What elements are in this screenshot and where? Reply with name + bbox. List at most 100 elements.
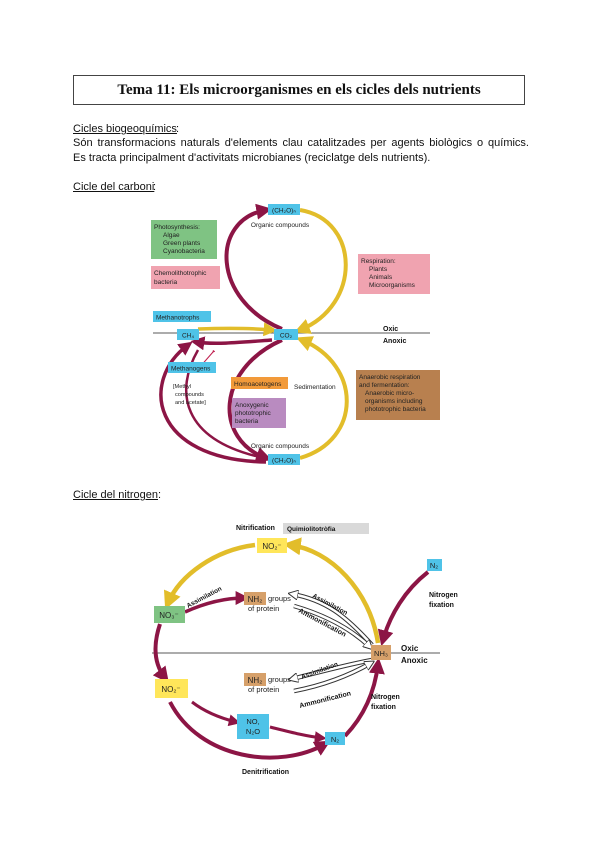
carbon-co2-box [274,329,298,340]
section-nitrogen-heading: Cicle del nitrogen [73,489,158,501]
carbon-organic-top: Organic compounds [251,222,310,229]
nitrogen-n2-top-box [427,559,442,571]
nitrogen-n2-bottom-box [325,732,345,745]
nitrogen-white-arrow-ammonification-top [293,604,370,647]
anaer-line-2: Anaerobic micro- [365,390,414,397]
section-biogeochemical-heading: Cicles biogeoquímics [73,123,177,135]
nitrogen-denitrification: Denitrification [242,769,289,776]
nitrogen-no2-top: NO₂⁻ [262,542,281,551]
nitrogen-fixation-top-1: fixation [429,602,454,609]
anaer-line-4: phototrophic bacteria [365,406,426,413]
photo-line-3: Cyanobacteria [163,248,205,255]
nitrogen-assimilation-3: Assimilation [300,661,339,681]
nitrogen-groups-top-1: of protein [248,604,279,613]
heading-text: Cicle del nitrogen [73,489,158,501]
paragraph-line-1: Són transformacions naturals d'elements … [73,137,529,149]
carbon-oxic: Oxic [383,326,398,333]
nitrogen-n2-bottom: N₂ [331,735,339,744]
carbon-ch2o-bottom: (CH₂O)ₙ [272,458,296,465]
nitrogen-arrow-fixation-bottom [343,657,385,738]
nitrogen-arrow-denitrification [168,701,331,760]
carbon-arrow-anoxygenic [227,338,283,463]
carbon-methanotrophs: Methanotrophs [156,315,200,322]
nitrogen-nitrification: Nitrification [236,525,275,532]
carbon-methanotrophs-box [153,311,211,322]
nitrogen-nh2-bottom-box [244,673,266,686]
nitrogen-nh2-top: NH₂ [248,595,263,604]
nitrogen-ammonification-2: Ammonification [299,690,352,710]
nitrogen-anoxic: Anoxic [401,656,428,665]
nitrogen-arrow-nitrification-1 [282,537,381,644]
photo-line-1: Algae [163,232,180,239]
resp-line-0: Respiration: [361,258,396,265]
nitrogen-arrow-assimilation-1 [184,591,250,614]
carbon-methanogens-box [168,362,216,373]
nitrogen-white-arrow-ammonification-bottom [293,663,371,693]
nitrogen-groups-bottom-0: groups [268,675,291,684]
carbon-chemo-box [151,266,220,289]
carbon-anoxic: Anoxic [383,338,406,345]
carbon-arrow-outer-loop [159,341,267,464]
nitrogen-arrow-nitrification-2 [163,542,256,610]
heading-text: Cicle del carboni [73,181,155,193]
nitrogen-fixation-bottom-1: fixation [371,704,396,711]
nitrogen-nh2-top-box [244,592,266,605]
nitrogen-no2-bottom: NO₂⁻ [161,685,180,694]
carbon-anaerobic-box [356,370,440,420]
carbon-ch2o-top: (CH₂O)ₙ [272,208,296,215]
nitrogen-quimio: Quimiolitotròfia [287,526,336,533]
carbon-homoacetogens: Homoacetogens [234,381,282,388]
nitrogen-arrow-no3-to-no2 [152,623,169,684]
page-title-box: Tema 11: Els microorganismes en els cicl… [73,75,525,105]
nitrogen-nh3: NH₃ [374,649,388,658]
nitrogen-white-arrow-assimilation-top [292,594,373,646]
carbon-ch2o-top-box [268,204,300,215]
nitrogen-arrow-fixation-top [377,570,430,647]
resp-line-2: Animals [369,274,393,281]
nitrogen-no2-top-box [257,538,287,553]
nitrogen-arrow-no-to-n2 [269,725,327,744]
nitrogen-n2o: N₂O [246,727,260,736]
resp-line-3: Microorganisms [369,282,416,289]
carbon-arrow-photosynthesis [224,203,283,331]
chemo-line-1: bacteria [154,279,178,286]
anoxy-line-1: phototrophic [235,410,272,417]
nitrogen-fixation-bottom-0: Nitrogen [371,694,400,701]
nitrogen-arrow-no2-to-no [191,700,241,727]
nitrogen-quimio-box [283,523,369,534]
anoxy-line-0: Anoxygenic [235,402,269,409]
photo-line-0: Photosynthesis: [154,224,200,231]
anaer-line-1: and fermentation: [359,382,410,389]
carbon-homoacetogens-box [231,377,288,389]
carbon-organic-bottom: Organic compounds [251,443,310,450]
carbon-arrow-methanotrophs [197,322,278,337]
carbon-cycle-diagram: (CH₂O)ₙ Organic compounds Photosynthesis… [151,203,440,465]
carbon-arrow-respiration [294,208,348,334]
methyl-line-2: and acetate] [175,400,206,406]
nitrogen-groups-bottom-1: of protein [248,685,279,694]
resp-line-1: Plants [369,266,388,273]
nitrogen-nh3-box [371,645,391,660]
anoxy-line-2: bacteria [235,418,259,425]
nitrogen-no: NO, [246,717,259,726]
carbon-arrow-anaerobic [296,336,349,460]
nitrogen-no-n2o-box [237,714,269,739]
anaer-line-0: Anaerobic respiration [359,374,421,381]
paragraph-line-2: Es tracta principalment d'activitats mic… [73,152,431,164]
nitrogen-n2-top: N₂ [430,561,438,570]
chemo-line-0: Chemolithotrophic [154,270,207,277]
carbon-photosynthesis-box [151,220,217,259]
page-title: Tema 11: Els microorganismes en els cicl… [117,82,481,98]
nitrogen-cycle-diagram: Nitrification Quimiolitotròfia NO₂⁻ NO₃⁻… [152,523,458,776]
nitrogen-fixation-top-0: Nitrogen [429,592,458,599]
nitrogen-groups-top-0: groups [268,594,291,603]
nitrogen-no2-bottom-box [155,679,188,698]
heading-colon: : [158,489,162,501]
nitrogen-nh2-bottom: NH₂ [248,676,263,685]
methyl-line-0: [Methyl [173,384,191,390]
carbon-arrow-methanogenesis [190,336,273,351]
carbon-ch2o-bottom-box [268,454,300,465]
carbon-sedimentation: Sedimentation [294,384,336,391]
carbon-anoxygenic-box [232,398,286,428]
